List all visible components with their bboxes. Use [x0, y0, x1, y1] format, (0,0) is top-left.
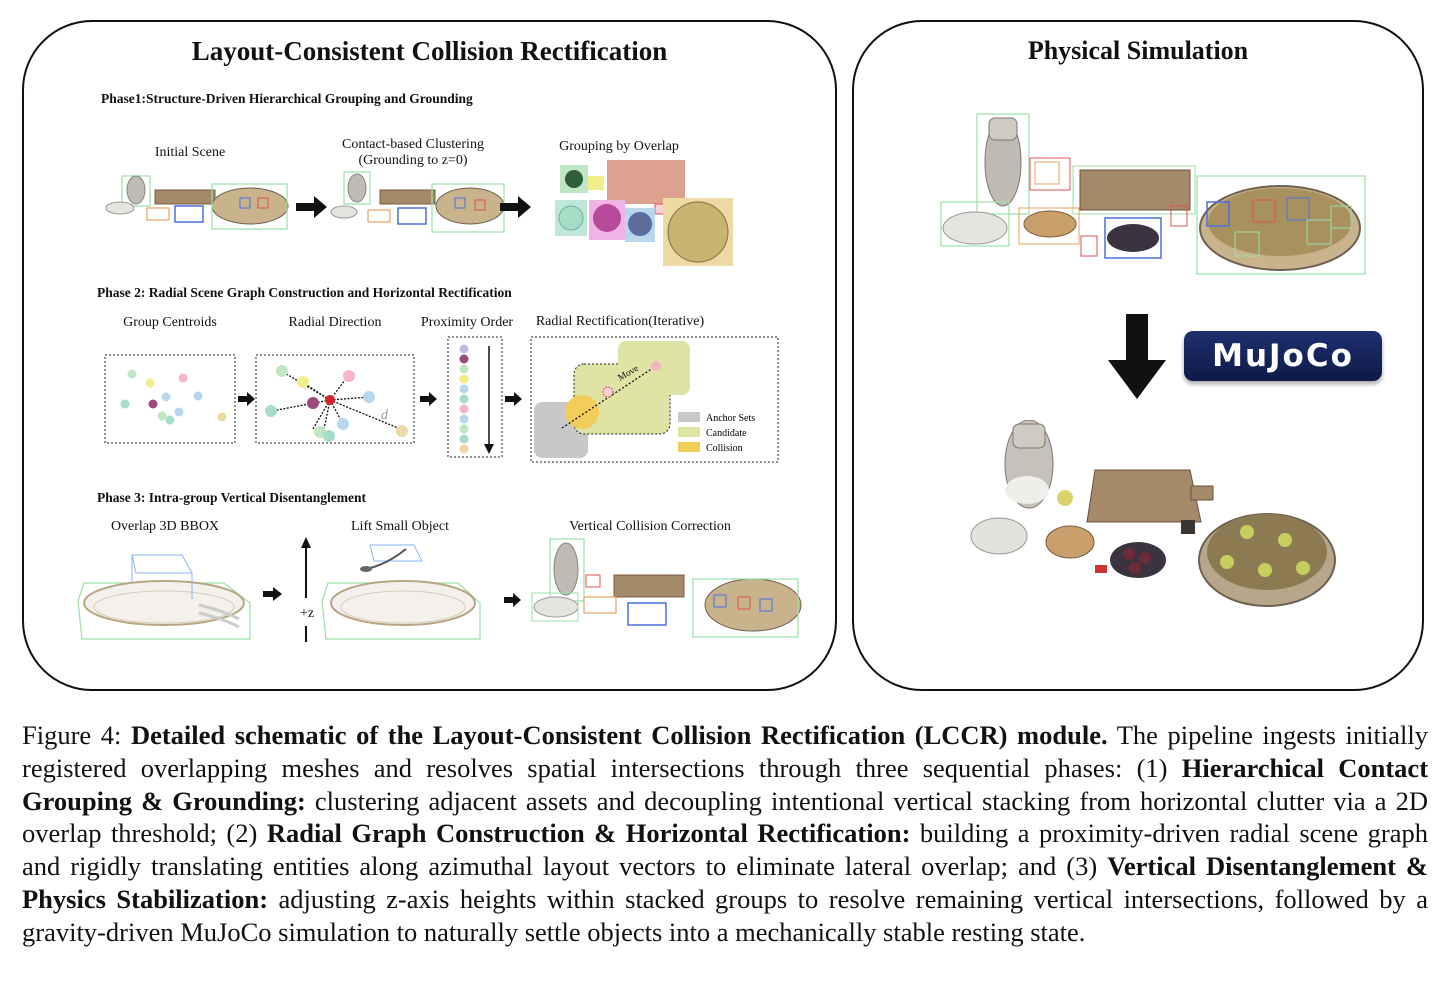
- lift-object-illustration: [321, 544, 481, 640]
- phase1-step3-label: Grouping by Overlap: [559, 139, 679, 154]
- group-centroids-illustration: [104, 354, 236, 444]
- vertical-correction-illustration: [531, 538, 802, 638]
- lift-axis: [301, 537, 311, 642]
- phase1-step2-label: Contact-based Clustering (Grounding to z…: [318, 137, 508, 169]
- figure-caption: Figure 4: Detailed schematic of the Layo…: [22, 719, 1428, 949]
- phase2-title: Phase 2: Radial Scene Graph Construction…: [97, 285, 512, 300]
- caption-text-2: clustering adjacent assets and decouplin…: [22, 785, 1428, 849]
- legend-collision: Collision: [706, 443, 743, 454]
- phase1-step2-line2: (Grounding to z=0): [358, 153, 468, 168]
- phase3-step3-label: Vertical Collision Correction: [569, 519, 731, 534]
- axis-label: +z: [299, 606, 315, 621]
- phase2-arrow-3: [505, 392, 522, 406]
- phase3-step2-label: Lift Small Object: [351, 519, 449, 534]
- legend-candidate: Candidate: [706, 428, 747, 439]
- phase3-arrow-1: [263, 587, 282, 601]
- caption-figure-label: Figure 4:: [22, 720, 122, 750]
- phase1-arrow-1: [296, 196, 327, 218]
- proximity-order-illustration: [447, 336, 503, 458]
- phase2-step1-label: Group Centroids: [123, 315, 217, 330]
- initial-scene-illustration: [105, 175, 289, 230]
- grouping-illustration: [555, 160, 733, 266]
- caption-bold-3: Vertical Disentanglement & Physics Stabi…: [22, 851, 1429, 914]
- phase2-step3-label: Proximity Order: [420, 315, 514, 330]
- lccr-panel-title: Layout-Consistent Collision Rectificatio…: [191, 36, 668, 66]
- post-simulation-scene: [970, 420, 1336, 607]
- caption-text-4: adjusting z-axis heights within stacked …: [22, 883, 1429, 947]
- phase2-arrow-2: [420, 392, 437, 406]
- clustering-illustration: [330, 171, 505, 233]
- caption-text-3: building a proximity-driven radial scene…: [22, 818, 1428, 882]
- overlap-bbox-illustration: [77, 554, 251, 640]
- phase2-step2-label: Radial Direction: [288, 315, 382, 330]
- caption-text-1: The pipeline ingests initially registere…: [22, 720, 1428, 783]
- radial-rectification-illustration: Move Anchor Sets Candidate Collision: [530, 336, 779, 463]
- phase1-arrow-2: [500, 196, 531, 218]
- legend-anchor: Anchor Sets: [706, 413, 755, 424]
- radial-direction-illustration: d: [255, 354, 415, 444]
- simulation-panel-title: Physical Simulation: [1027, 36, 1249, 65]
- distance-label: d: [381, 408, 389, 423]
- caption-bold-2: Radial Graph Construction & Horizontal R…: [266, 818, 911, 849]
- phase3-step1-label: Overlap 3D BBOX: [110, 519, 220, 534]
- pre-simulation-scene: [940, 113, 1366, 275]
- phase3-title: Phase 3: Intra-group Vertical Disentangl…: [97, 490, 366, 505]
- phase1-title: Phase1:Structure-Driven Hierarchical Gro…: [101, 91, 473, 106]
- phase2-arrow-1: [238, 392, 255, 406]
- caption-bold-1: Hierarchical Contact Grouping & Groundin…: [22, 752, 1429, 816]
- mujoco-logo: MuJoCo: [1184, 331, 1382, 381]
- simulation-down-arrow: [1108, 314, 1166, 399]
- phase2-step4-label: Radial Rectification(Iterative): [535, 314, 705, 329]
- phase1-step2-line1: Contact-based Clustering: [342, 137, 484, 152]
- phase3-arrow-2: [504, 593, 521, 607]
- caption-title: Detailed schematic of the Layout-Consist…: [130, 720, 1108, 750]
- phase1-step1-label: Initial Scene: [154, 145, 226, 160]
